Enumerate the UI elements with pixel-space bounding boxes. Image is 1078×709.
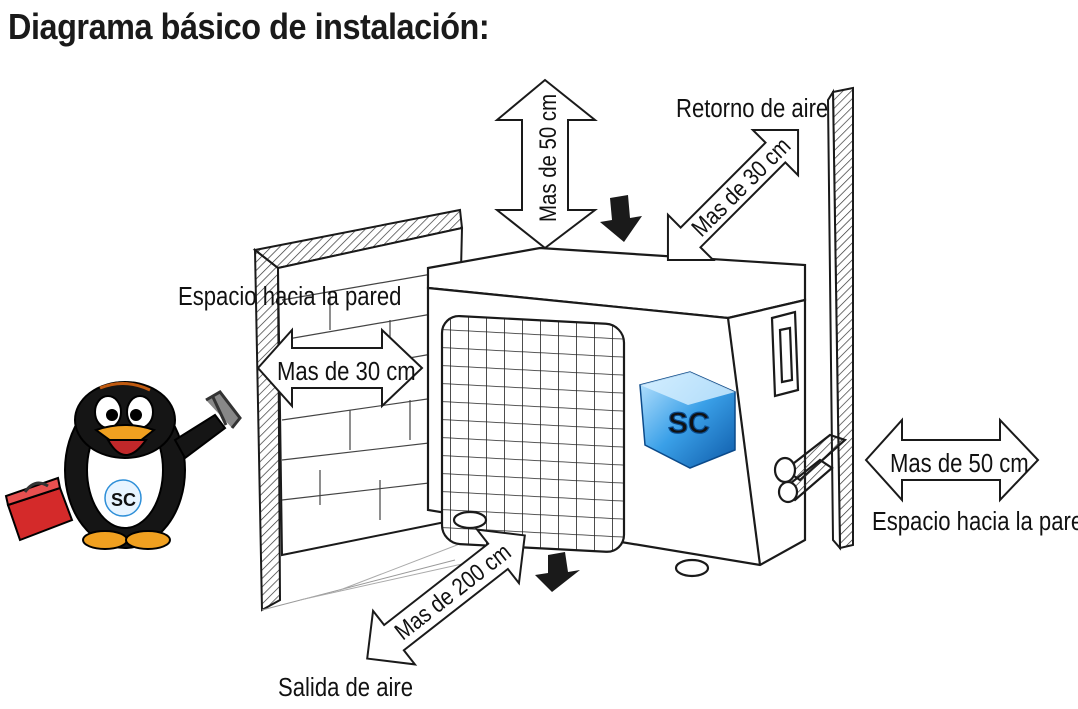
right-clearance-label: Mas de 50 cm — [890, 449, 1029, 478]
outdoor-unit — [426, 246, 848, 578]
airflow-down-arrow — [600, 195, 642, 242]
back-clearance-arrow: Mas de 30 cm — [666, 128, 800, 262]
penguin-mascot: SC — [4, 381, 242, 550]
unit-foot — [452, 510, 488, 530]
brand-logo-text: SC — [668, 407, 710, 440]
airflow-out-arrow — [535, 552, 580, 592]
unit-foot — [674, 558, 710, 578]
air-outlet-label: Salida de aire — [278, 673, 413, 702]
fan-grille — [440, 314, 626, 553]
brand-logo: SC — [639, 371, 736, 469]
left-clearance-arrow: Mas de 30 cm — [256, 327, 424, 409]
top-clearance-arrow: Mas de 50 cm — [494, 78, 598, 250]
toolbox — [4, 476, 74, 542]
front-clearance-label: Mas de 200 cm — [389, 538, 515, 645]
left-clearance-label: Mas de 30 cm — [277, 357, 416, 386]
right-wall — [826, 86, 854, 551]
top-clearance-label: Mas de 50 cm — [534, 94, 561, 222]
page-title: Diagrama básico de instalación: — [8, 6, 490, 47]
wall-space-left-label: Espacio hacia la pared — [178, 282, 401, 311]
mascot-logo-text: SC — [111, 490, 136, 510]
air-return-label: Retorno de aire — [676, 94, 828, 123]
wall-space-right-label: Espacio hacia la pared — [872, 507, 1078, 536]
back-clearance-label: Mas de 30 cm — [686, 132, 796, 242]
right-clearance-arrow: Mas de 50 cm — [864, 417, 1040, 503]
